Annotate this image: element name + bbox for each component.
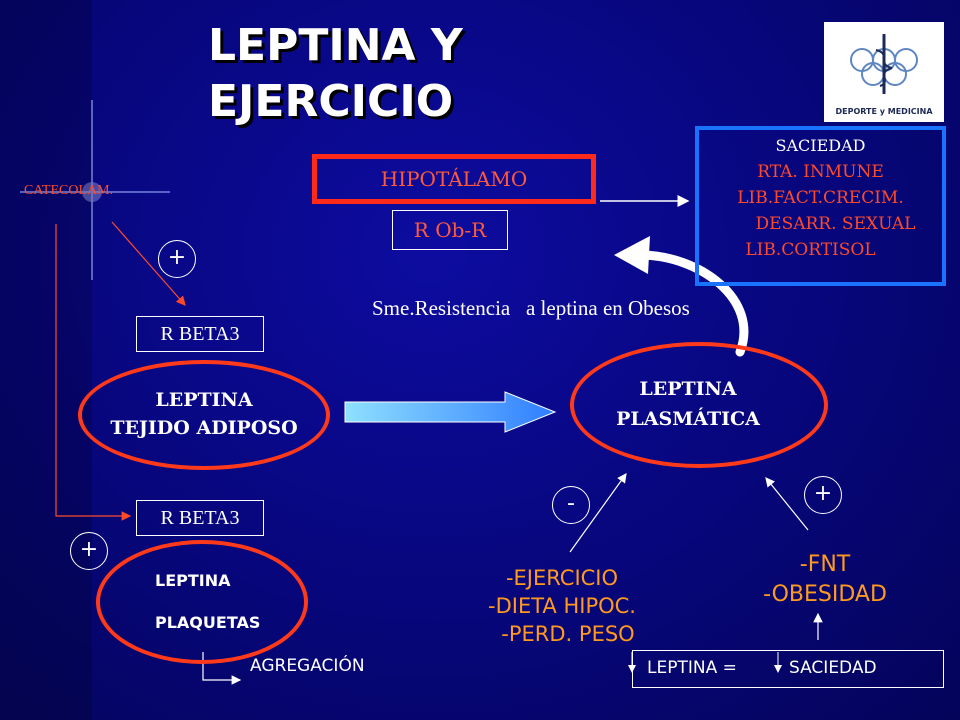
plus-right-sign: + [804, 476, 842, 514]
title-line-2: EJERCICIO [208, 76, 454, 127]
page-title: LEPTINA Y EJERCICIO [208, 18, 628, 130]
resistance-note: Sme.Resistencia a leptina en Obesos [372, 296, 690, 320]
plus-bottom-sign: + [70, 532, 108, 570]
summary-leptina: LEPTINA = [647, 658, 737, 678]
platelets-ellipse [96, 540, 308, 664]
effect-rta-inmune: RTA. INMUNE [757, 162, 884, 182]
adipose-label: LEPTINA TEJIDO ADIPOSO [78, 386, 330, 442]
increaser-fnt: -FNT [799, 552, 851, 577]
rbeta3-top-box: R BETA3 [136, 316, 264, 352]
effect-saciedad: SACIEDAD [775, 136, 866, 155]
plasma-ellipse [570, 342, 828, 468]
increasers-list: -FNT -OBESIDAD [730, 550, 920, 610]
left-band [0, 0, 92, 720]
hipotalamo-box: HIPOTÁLAMO [312, 154, 596, 204]
plasma-line-1: LEPTINA [639, 378, 737, 400]
adipose-line-1: LEPTINA [155, 389, 253, 411]
summary-saciedad: SACIEDAD [789, 658, 877, 678]
receptor-ob-r: R Ob-R [392, 210, 508, 250]
catecolam-bottom-connector [55, 224, 132, 521]
olympic-caduceus-icon [850, 34, 918, 94]
effect-lib-fact-crecim: LIB.FACT.CRECIM. [737, 188, 904, 208]
bottom-summary-box: LEPTINA = SACIEDAD [632, 650, 944, 688]
agregacion-label: AGREGACIÓN [250, 656, 365, 676]
plus-top-sign: + [158, 240, 196, 278]
decreaser-dieta: -DIETA HIPOC. [488, 594, 636, 618]
curved-arrow-head [614, 236, 650, 274]
increaser-obesidad: -OBESIDAD [763, 582, 887, 607]
platelets-line-1: LEPTINA [155, 571, 231, 590]
platelets-line-2: PLAQUETAS [155, 613, 261, 632]
catecolam-label: CATECOLAM. [24, 183, 114, 198]
rbeta3-bottom-box: R BETA3 [136, 500, 264, 536]
big-transfer-arrow [344, 391, 557, 433]
decreasers-list: -EJERCICIO -DIETA HIPOC. -PERD. PESO [444, 564, 680, 648]
effect-lib-cortisol: LIB.CORTISOL [745, 240, 876, 260]
title-line-1: LEPTINA Y [208, 20, 463, 71]
sparkle-icon [20, 100, 170, 280]
adipose-ellipse [78, 360, 330, 470]
adipose-line-2: TEJIDO ADIPOSO [110, 417, 298, 439]
catecolam-arrow [111, 221, 186, 306]
platelets-label: LEPTINA PLAQUETAS [155, 560, 260, 644]
ejercicio-arrow [569, 473, 627, 553]
minus-sign: - [552, 486, 590, 524]
plasma-line-2: PLASMÁTICA [616, 408, 760, 430]
decreaser-ejercicio: -EJERCICIO [505, 566, 619, 590]
fnt-arrow [765, 477, 809, 531]
plasma-label: LEPTINA PLASMÁTICA [570, 374, 806, 434]
decreaser-perd-peso: -PERD. PESO [501, 622, 635, 646]
deporte-medicina-logo: DEPORTE y MEDICINA [824, 22, 944, 122]
logo-caption: DEPORTE y MEDICINA [835, 107, 933, 116]
effect-desarr-sexual: DESARR. SEXUAL [755, 214, 916, 234]
effects-box: SACIEDAD RTA. INMUNE LIB.FACT.CRECIM. DE… [695, 126, 946, 286]
